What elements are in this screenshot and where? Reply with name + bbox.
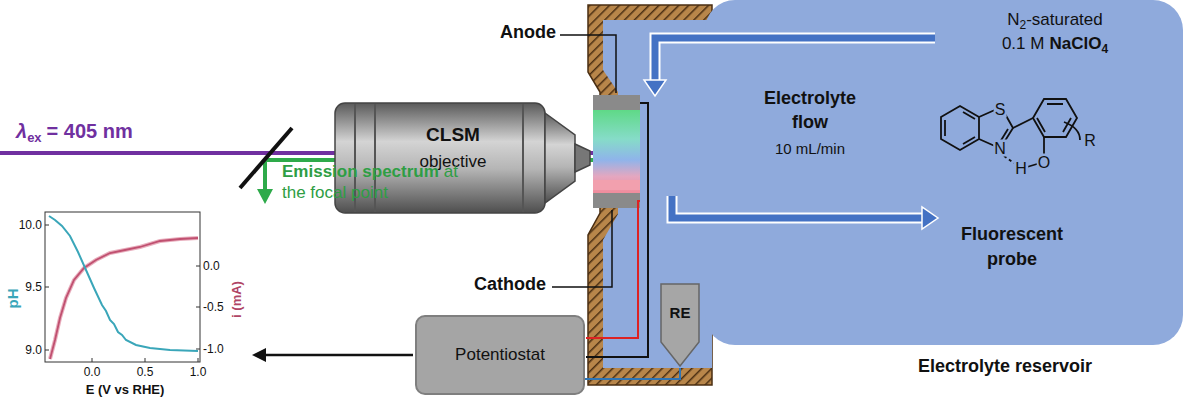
axis-title: E (V vs RHE) bbox=[45, 382, 205, 397]
text-line: Fluorescent probe bbox=[950, 222, 1074, 272]
text-line: RE bbox=[655, 304, 705, 322]
axis-title: i (mA) bbox=[229, 281, 244, 318]
gas-label: N bbox=[1007, 10, 1019, 29]
leader-line-part bbox=[560, 35, 616, 93]
flow-arrow-part bbox=[655, 38, 935, 82]
reference-electrode bbox=[655, 282, 705, 368]
subscript: 4 bbox=[1101, 42, 1108, 56]
ph-current-plot-part bbox=[45, 212, 200, 362]
tick-label: 0.0 bbox=[75, 365, 109, 379]
tick-label: -0.5 bbox=[203, 300, 224, 314]
reference-electrode: RE bbox=[655, 282, 705, 368]
electrolyte-reservoir: N2-saturated0.1 MNaClO4Fluorescent probe… bbox=[705, 0, 1185, 401]
text-line: Electrolyte reservoir bbox=[895, 356, 1115, 377]
electrode-wire-part bbox=[586, 103, 648, 357]
electrode-wire-part bbox=[586, 201, 640, 338]
concentration: 0.1 M bbox=[1002, 34, 1045, 53]
reservoir-shape-part bbox=[941, 99, 1080, 167]
laser-beam-part bbox=[257, 189, 273, 204]
reservoir-shape-part-part bbox=[1004, 156, 1014, 163]
reservoir-shape-part-part bbox=[1033, 99, 1077, 137]
electrode-stack-part bbox=[593, 110, 640, 193]
text-line: Emission spectrumat the focal point bbox=[282, 161, 470, 203]
subscript: ex bbox=[27, 130, 41, 145]
ph-current-plot-part bbox=[50, 238, 198, 359]
gas-label: -saturated bbox=[1026, 10, 1103, 29]
reservoir-shape-part bbox=[705, 0, 1183, 345]
reservoir-shape-part-part bbox=[1027, 164, 1037, 167]
tick-label: 9.5 bbox=[8, 280, 42, 294]
electrode-wire bbox=[586, 103, 648, 357]
electrode-label: RE bbox=[670, 304, 691, 321]
ph-current-plot-part bbox=[45, 225, 200, 362]
flow-arrow bbox=[644, 38, 938, 229]
output-arrow-part bbox=[264, 354, 413, 357]
subscript: 2 bbox=[1020, 18, 1027, 32]
text-line: Potentiostat bbox=[417, 317, 583, 393]
flow-arrow-part bbox=[672, 196, 924, 218]
atom-label: N bbox=[993, 140, 1007, 157]
wavelength-symbol: λ bbox=[16, 120, 27, 142]
text-line: λex = 405 nm bbox=[16, 120, 133, 145]
atom-label: R bbox=[1083, 132, 1097, 149]
wire-connector bbox=[585, 368, 680, 379]
output-arrow-part bbox=[252, 348, 266, 362]
flow-arrow-part bbox=[922, 207, 938, 229]
emission-label: Emission spectrum bbox=[282, 162, 439, 181]
electrode-stack bbox=[593, 95, 640, 208]
potentiostat-label: Potentiostat bbox=[455, 345, 545, 365]
ph-current-plot bbox=[45, 212, 200, 362]
tick-label: 0.5 bbox=[128, 365, 162, 379]
reservoir-shape-part-part bbox=[1043, 137, 1045, 154]
atom-label: S bbox=[994, 101, 1007, 118]
tick-label: 0.0 bbox=[203, 259, 220, 273]
tick-label: 10.0 bbox=[8, 218, 42, 232]
reference-electrode-part bbox=[661, 284, 699, 366]
text-line: N2-saturated bbox=[975, 10, 1135, 32]
objective-title: CLSM bbox=[426, 124, 480, 145]
probe-label: Fluorescent probe bbox=[961, 224, 1063, 269]
reservoir-shape-part-part bbox=[945, 112, 975, 144]
leader-line-part bbox=[552, 210, 612, 287]
ph-current-plot-part bbox=[50, 238, 198, 359]
salt-formula: NaClO bbox=[1049, 34, 1101, 53]
axis-title: pH bbox=[4, 289, 21, 309]
text-line: 0.1 MNaClO4 bbox=[975, 34, 1135, 56]
objective-body-part bbox=[575, 144, 590, 172]
reservoir-shape-part-part bbox=[941, 106, 979, 150]
atom-label: H bbox=[1014, 160, 1028, 177]
ph-current-plot-part bbox=[49, 216, 198, 351]
electrode-stack-part bbox=[593, 193, 640, 208]
electrode-label: Cathode bbox=[474, 274, 546, 295]
flow-arrow-part bbox=[672, 196, 924, 218]
reservoir-shape-part-part bbox=[1037, 104, 1071, 132]
wavelength-value: = 405 nm bbox=[47, 120, 133, 142]
tick-label: -1.0 bbox=[203, 342, 224, 356]
flow-rate: 10 mL/min bbox=[752, 140, 868, 157]
atom-label: O bbox=[1037, 154, 1051, 171]
flow-label: Electrolyte flow bbox=[752, 86, 868, 134]
electrode-stack-part bbox=[593, 95, 640, 110]
tick-label: 1.0 bbox=[181, 365, 215, 379]
tick-label: 9.0 bbox=[8, 343, 42, 357]
reservoir-title: Electrolyte reservoir bbox=[918, 356, 1092, 376]
electrode-label: Anode bbox=[500, 22, 556, 43]
reservoir-shape-part-part bbox=[1013, 118, 1033, 128]
electrode-stack-part bbox=[593, 180, 640, 190]
reservoir-shape bbox=[705, 0, 1185, 401]
reservoir-shape-part-part bbox=[1064, 122, 1080, 140]
laser-beam-part bbox=[263, 160, 267, 192]
text-line: CLSM bbox=[388, 124, 518, 146]
output-arrow bbox=[252, 348, 413, 362]
flow-arrow-part bbox=[655, 38, 935, 82]
flow-arrow-part bbox=[644, 80, 666, 96]
potentiostat-box: Potentiostat bbox=[415, 315, 585, 395]
objective-body-part bbox=[545, 113, 575, 203]
